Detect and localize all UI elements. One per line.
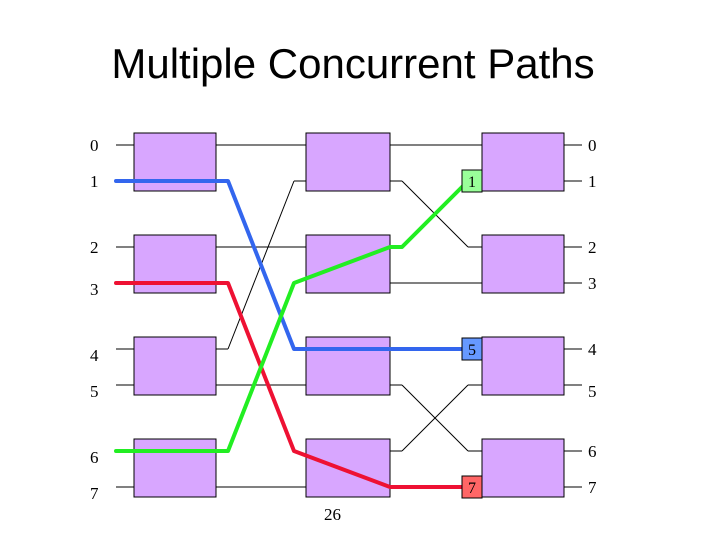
path-tag-label: 1 <box>468 174 476 191</box>
path-blue <box>114 179 470 351</box>
switch-box <box>481 336 565 396</box>
path-tag-box <box>461 475 483 499</box>
switch-box <box>481 438 565 498</box>
path-tag-label: 5 <box>468 342 476 359</box>
switch-grid <box>133 132 565 498</box>
switch-box <box>305 132 391 192</box>
input-label: 5 <box>90 382 99 401</box>
slide-title: Multiple Concurrent Paths <box>111 40 595 87</box>
path-tag-box <box>461 169 483 193</box>
switch-box <box>481 234 565 294</box>
path-red <box>114 281 470 489</box>
output-label: 2 <box>588 238 597 257</box>
page-number: 26 <box>324 505 341 524</box>
output-label: 4 <box>588 340 597 359</box>
switch-box <box>133 336 217 396</box>
input-label: 4 <box>90 346 99 365</box>
path-tag-label: 7 <box>468 480 476 497</box>
output-label: 6 <box>588 442 597 461</box>
switch-box <box>133 438 217 498</box>
input-label: 1 <box>90 172 99 191</box>
output-label: 0 <box>588 136 597 155</box>
output-label: 1 <box>588 172 597 191</box>
output-label: 5 <box>588 382 597 401</box>
switch-box <box>481 132 565 192</box>
switch-box <box>305 336 391 396</box>
input-label: 7 <box>90 484 99 503</box>
input-label: 0 <box>90 136 99 155</box>
output-label: 3 <box>588 274 597 293</box>
path-green <box>114 179 470 453</box>
network-wires <box>116 144 582 488</box>
input-label: 6 <box>90 448 99 467</box>
output-label: 7 <box>588 478 597 497</box>
path-tag-box <box>461 337 483 361</box>
input-label: 3 <box>90 280 99 299</box>
input-label: 2 <box>90 238 99 257</box>
switch-box <box>305 438 391 498</box>
